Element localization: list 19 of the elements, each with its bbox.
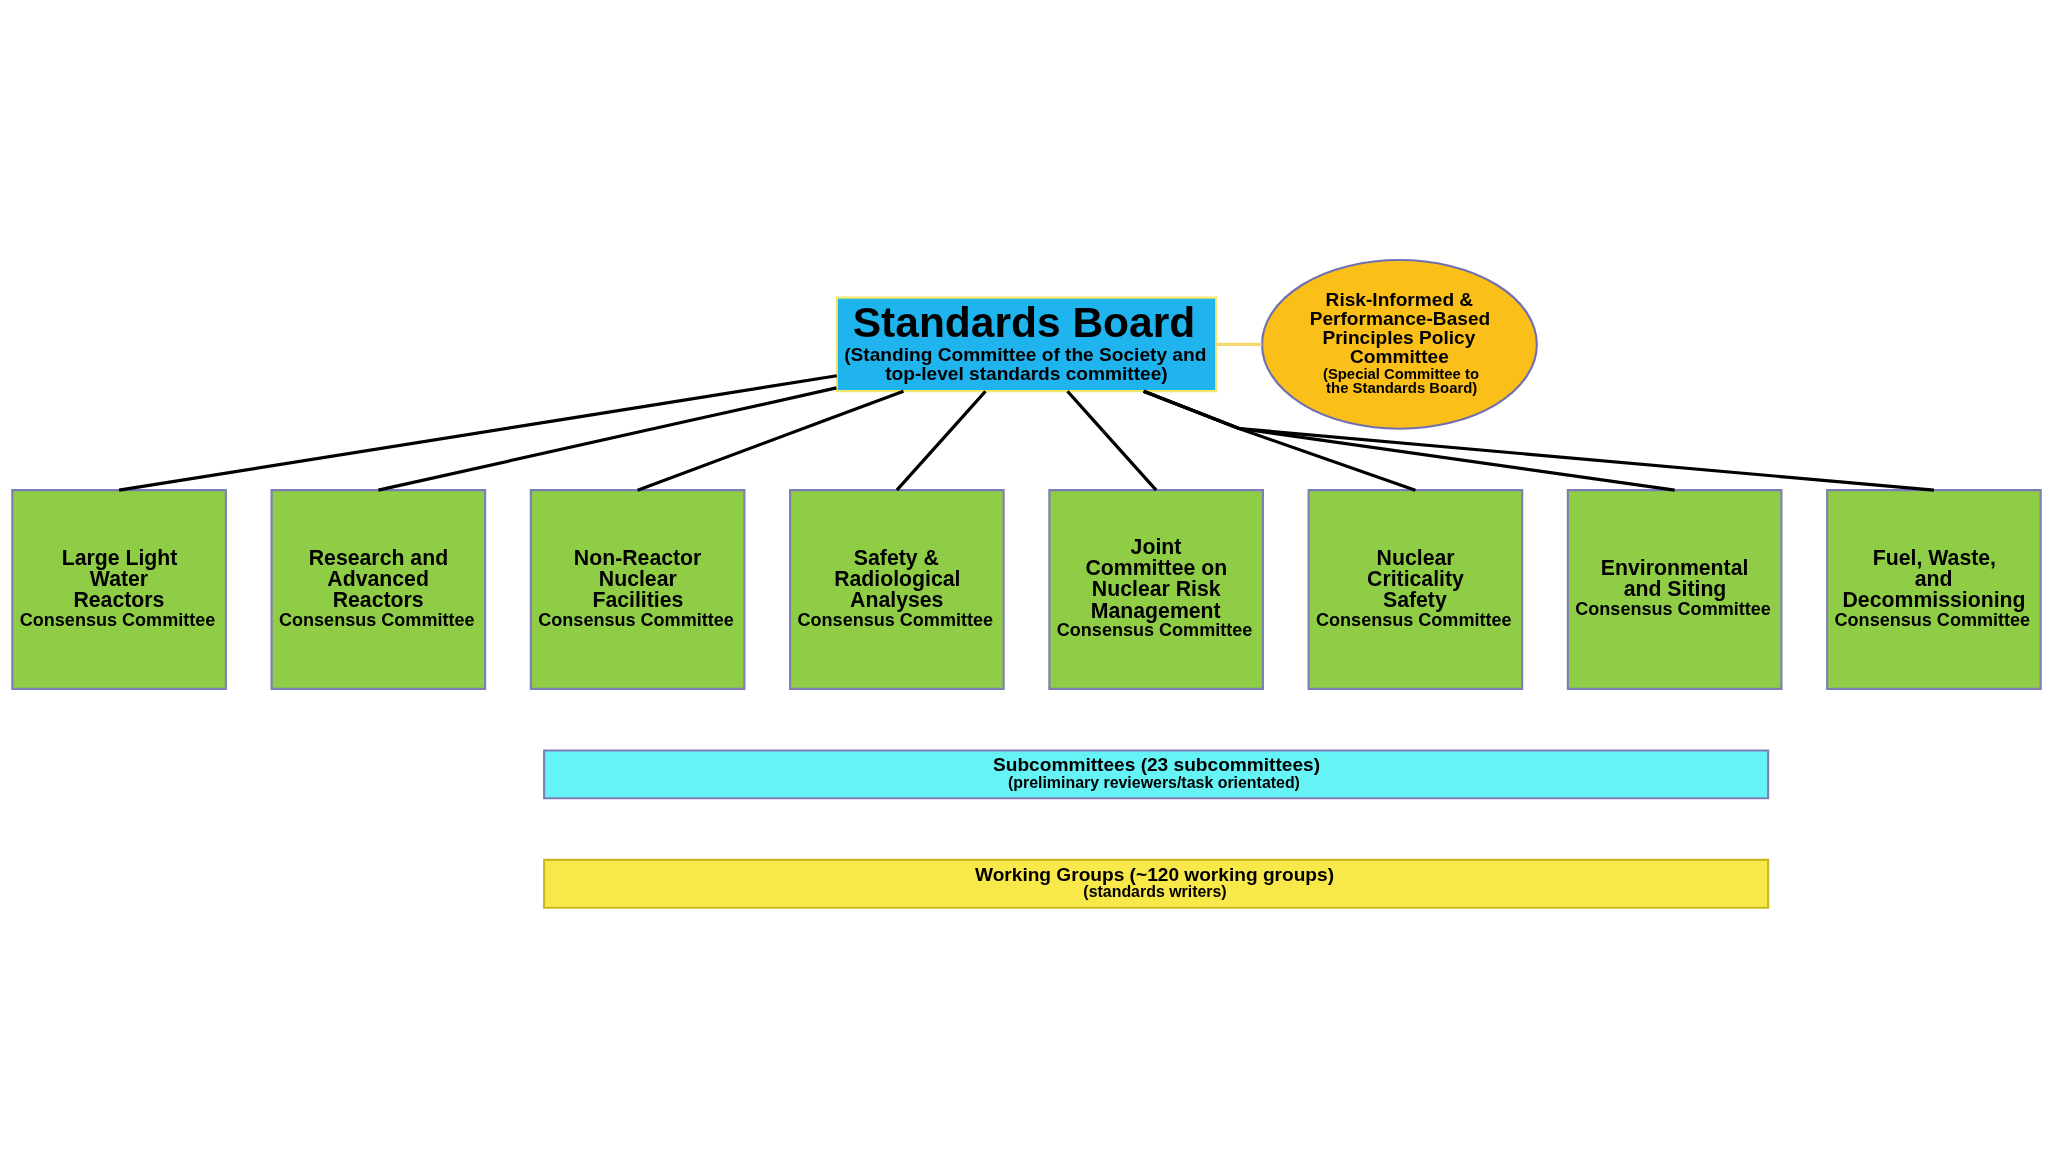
node-box: Standards Board (Standing Committee of the Society and top-level standards committee) [835,296,1218,392]
node-ellipse: Risk-Informed & Performance-Based Principles Policy Committee (Special Committee to the Standards Board) [1261,258,1538,430]
node-box: Research and Advanced Reactors Consensus Committee [270,488,487,690]
node-box: Subcommittees (23 subcommittees) (preliminary reviewers/task orientated) [543,748,1770,799]
node-box: Safety & Radiological Analyses Consensus Committee [789,488,1005,690]
connector [118,373,838,492]
node-box: Large Light Water Reactors Consensus Committee [11,488,227,690]
connector [637,389,904,492]
node-box: Working Groups (~120 working groups) (standards writers) [543,858,1770,909]
node-box: Non-Reactor Nuclear Facilities Consensus Committee [529,488,746,690]
node-box: Joint Committee on Nuclear Risk Management Consensus Committee [1048,488,1264,690]
connector [895,389,987,491]
connector [378,385,837,492]
connector [1143,389,1935,492]
connector [1066,389,1158,491]
connector [1216,342,1262,346]
node-box: Fuel, Waste, and Decommissioning Consensus Committee [1826,488,2042,690]
node-box: Nuclear Criticality Safety Consensus Committee [1307,488,1524,690]
node-box: Environmental and Siting Consensus Committee [1566,488,1783,690]
